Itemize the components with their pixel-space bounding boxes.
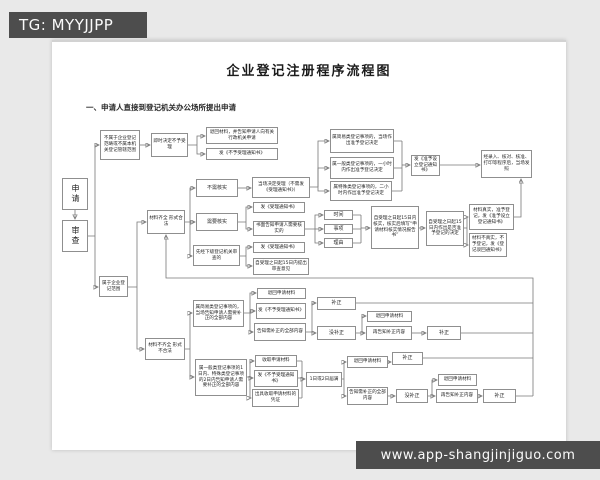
node-verify-time: 时间 — [324, 210, 353, 220]
node-b2-return2: 退回申请材料 — [438, 374, 477, 386]
node-general-class: 属一般类登记事项的，一小时内作出准予登记决定 — [330, 157, 394, 179]
node-b2-collect: 收取申请材料 — [255, 355, 297, 367]
watermark-telegram-badge: TG: MYYJJPP — [9, 12, 147, 38]
node-b1-return: 退回申请材料 — [257, 288, 306, 299]
node-b2-inform: 告知需补正的全部内容 — [347, 387, 388, 405]
node-not-real: 材料不真实，不予登记，发《登记驳回通知书》 — [469, 233, 507, 257]
node-verify-15: 自受理之日起15日内核实，核实后填写“申请材料核实情况报告书” — [371, 206, 419, 249]
section-heading: 一、申请人直接到登记机关办公场所提出申请 — [86, 103, 236, 112]
node-accept-on-spot: 当场决定受理（不需发《受理通知书》） — [252, 177, 310, 198]
node-issue-license: 经录入、核对、核准、打印等程序后，当场发照 — [481, 150, 532, 178]
node-grant-notice: 发《准予设立登记通知书》 — [411, 155, 440, 176]
node-b1-return2: 退回申请材料 — [367, 311, 412, 322]
node-materials-not-ok: 材料不齐全 形式不合法 — [145, 338, 185, 360]
node-inform-verify: 书面告知申请人需要核实的 — [253, 221, 305, 236]
page-title: 企业登记注册程序流程图 — [226, 64, 392, 79]
node-verify-item: 事项 — [324, 224, 353, 234]
node-return-materials-inform: 退回材料，并告知申请人向有关行政机关申请 — [206, 127, 278, 144]
node-b2-receipt: 出具收取申请材料的凭证 — [252, 389, 299, 407]
node-b1-correct: 补正 — [317, 297, 356, 310]
node-real-ok: 材料真实，准予登记，发《准予设立登记通知书》 — [469, 204, 514, 230]
node-accept-notice-1: 发《受理通知书》 — [253, 202, 305, 213]
node-verify-reason: 理由 — [324, 238, 353, 248]
node-b1-inform: 告知需补正的全部内容 — [254, 323, 306, 341]
node-opinion-15: 自受理之日起15日内提出审查意见 — [253, 258, 309, 275]
node-accept-notice-2: 发《受理通知书》 — [253, 242, 305, 253]
node-b2-correct: 补正 — [392, 352, 423, 365]
node-b2-no-correct: 没补正 — [396, 389, 428, 403]
node-b2-notice: 发《不予受理通知书》 — [254, 370, 298, 387]
node-materials-ok: 材料齐全 形式合法 — [147, 210, 185, 234]
node-reject-immediate: 即时决定不予受理 — [151, 133, 188, 157]
node-b2-return: 退回申请材料 — [347, 356, 388, 368]
watermark-website-badge: www.app-shangjinjiguo.com — [356, 441, 600, 469]
node-apply: 申请 — [62, 178, 88, 210]
node-special-class: 属特殊类登记事项的，二小时内作出准予登记决定 — [330, 181, 392, 201]
node-b2-expire: 1日或2日届满 — [306, 372, 342, 387]
node-decide-15: 自受理之日起15日内作出是否准予登记的决定 — [426, 211, 464, 246]
node-b2-parent: 属一般类登记事项的1日内、特殊类登记事项的2日内告知申请人需要补正的全部内容 — [195, 359, 247, 396]
node-b1-inform2: 再告知补正内容 — [366, 326, 412, 340]
node-b1-correct2: 补正 — [427, 326, 461, 340]
node-need-verify: 需要核实 — [196, 213, 238, 231]
node-review: 审查 — [62, 220, 88, 252]
node-b2-correct2: 补正 — [483, 389, 516, 403]
node-simple-class: 属简易类登记事项的，当场作出准予登记决定 — [330, 129, 394, 153]
node-no-verify: 不需核实 — [196, 179, 238, 197]
node-b1-notice: 发《不予受理通知书》 — [256, 303, 306, 319]
node-b1-parent: 属简易类登记事项的，当场告知申请人需要补正的全部内容 — [193, 300, 244, 327]
node-in-scope: 属于企业登记范围 — [99, 276, 128, 297]
node-notice-no-accept-a: 发《不予受理通知书》 — [206, 148, 278, 160]
node-b2-inform2: 再告知补正内容 — [436, 389, 478, 403]
node-b1-no-correct: 没补正 — [317, 326, 356, 340]
node-not-in-scope: 不属于企业登记范畴或不属本机关登记管辖范围 — [100, 130, 140, 160]
node-lower-level: 先经下级登记机关审查的 — [193, 245, 240, 266]
